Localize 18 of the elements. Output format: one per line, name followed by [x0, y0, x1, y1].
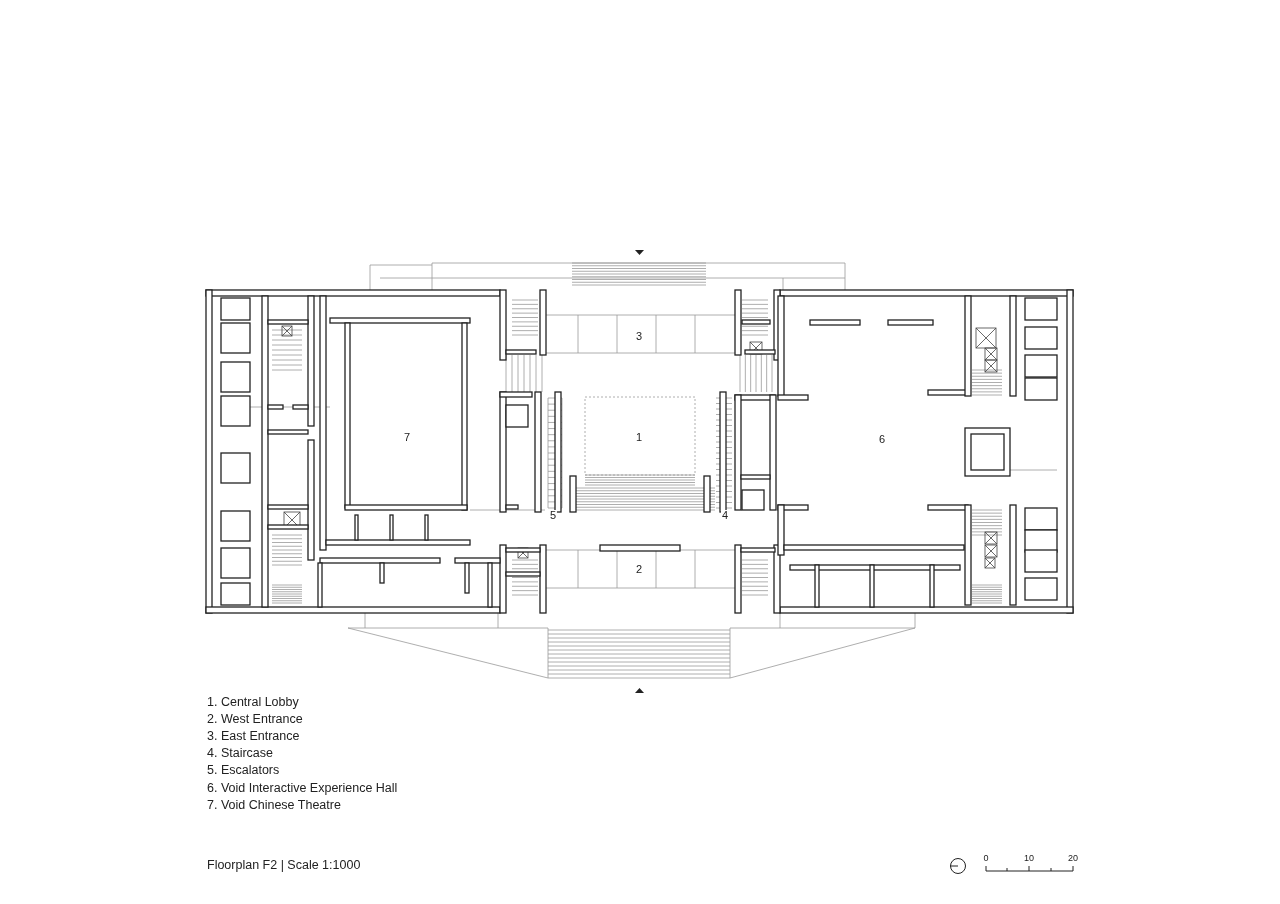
legend-item: 4. Staircase [207, 746, 273, 760]
room-number: 6 [877, 433, 887, 445]
scale-value: 0 [983, 853, 989, 863]
room-number: 7 [402, 431, 412, 443]
legend-item: 5. Escalators [207, 763, 280, 777]
room-number: 2 [634, 563, 644, 575]
room-number: 4 [720, 509, 730, 521]
scale-value: 20 [1068, 853, 1078, 863]
legend-item: 7. Void Chinese Theatre [207, 798, 341, 812]
room-number: 1 [634, 431, 644, 443]
scale-value: 10 [1024, 853, 1034, 863]
legend-item: 3. East Entrance [207, 729, 300, 743]
legend-item: 2. West Entrance [207, 712, 303, 726]
room-number: 5 [548, 509, 558, 521]
legend-item: 1. Central Lobby [207, 695, 299, 709]
legend-item: 6. Void Interactive Experience Hall [207, 781, 398, 795]
caption: Floorplan F2 | Scale 1:1000 [207, 859, 361, 872]
room-number: 3 [634, 330, 644, 342]
